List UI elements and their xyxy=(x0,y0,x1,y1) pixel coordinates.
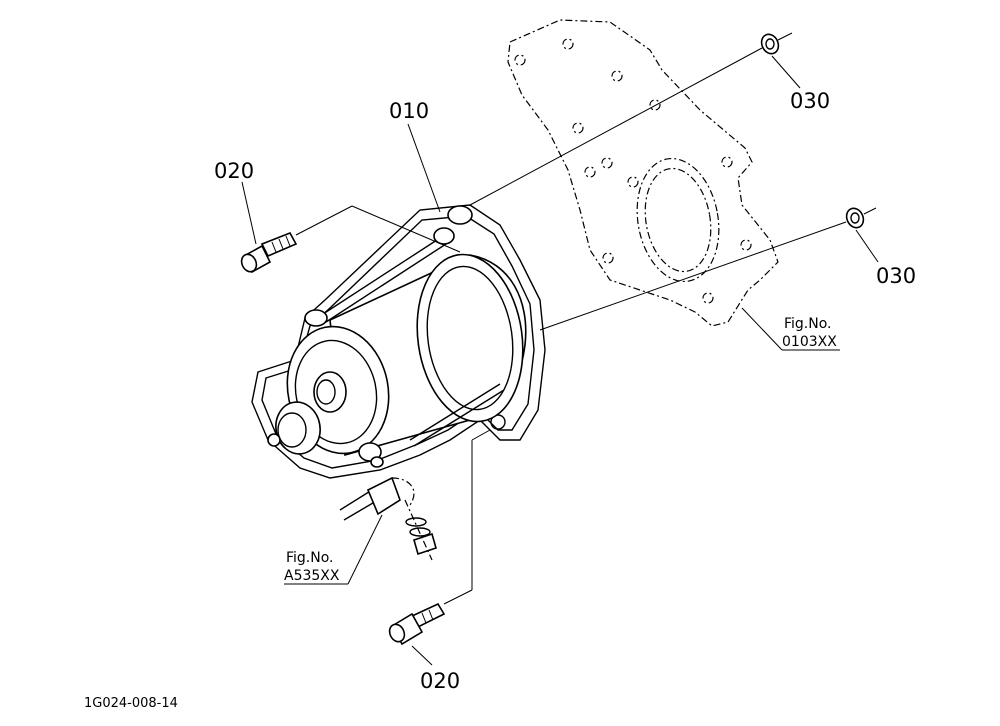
plate-fig-number: 0103XX xyxy=(782,334,837,350)
plate-fig-label: Fig.No. xyxy=(784,316,832,332)
starter-motor xyxy=(267,205,527,468)
callout-bolt-top: 020 xyxy=(214,159,254,183)
cable-fig-label: Fig.No. xyxy=(286,550,334,566)
leader-lines xyxy=(241,32,879,666)
callout-nut-bottom: 030 xyxy=(876,264,916,288)
callout-bolt-bottom: 020 xyxy=(420,669,460,693)
callout-nut-top: 030 xyxy=(790,89,830,113)
nut-bottom xyxy=(845,207,865,229)
bolt-bottom xyxy=(388,602,446,646)
callout-starter: 010 xyxy=(389,99,429,123)
drawing-code: 1G024-008-14 xyxy=(84,696,178,711)
cable-terminal xyxy=(339,476,437,561)
nut-top xyxy=(760,33,780,55)
bolt-top xyxy=(240,231,298,274)
mounting-plate xyxy=(507,19,779,327)
cable-fig-number: A535XX xyxy=(284,568,340,584)
